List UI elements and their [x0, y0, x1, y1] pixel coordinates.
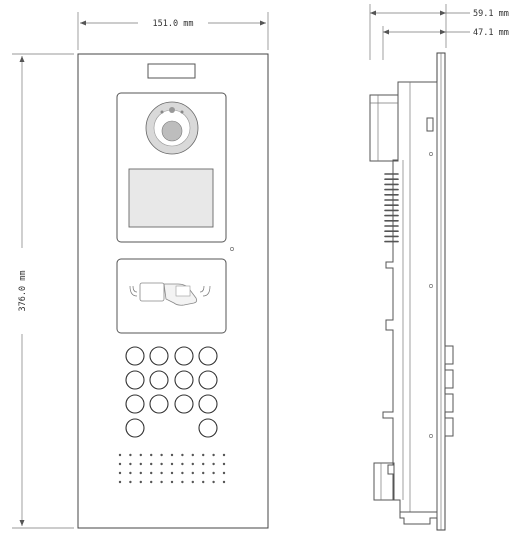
- keypad-button[interactable]: [149, 394, 169, 414]
- height-dimension: 376.0 mm: [12, 53, 74, 529]
- keypad-button[interactable]: [125, 346, 145, 366]
- grille-hole: [181, 471, 184, 475]
- side-ventilation-fins: [384, 173, 399, 243]
- side-view: 59.1 mm 47.1 mm: [369, 4, 509, 531]
- side-body-outline: [382, 81, 438, 513]
- grille-hole: [202, 462, 205, 466]
- grille-hole: [222, 480, 226, 484]
- side-lower-box: [373, 462, 395, 501]
- side-screw: [429, 284, 433, 288]
- grille-hole: [129, 480, 132, 484]
- keypad-button[interactable]: [174, 370, 194, 390]
- top-slot: [147, 63, 196, 79]
- side-button: [444, 417, 454, 437]
- grille-hole: [181, 462, 184, 466]
- display-screen: [128, 168, 214, 228]
- side-feature-top: [426, 117, 434, 132]
- grille-hole: [202, 480, 205, 484]
- grille-hole: [150, 480, 153, 484]
- grille-hole: [222, 453, 226, 457]
- keypad-button[interactable]: [174, 394, 194, 414]
- grille-hole: [181, 480, 184, 484]
- grille-hole: [160, 453, 163, 457]
- grille-hole: [160, 462, 163, 466]
- indicator-dot: [230, 247, 234, 251]
- grille-hole: [170, 480, 174, 484]
- grille-hole: [212, 462, 215, 466]
- height-dimension-label: 376.0 mm: [18, 271, 28, 312]
- width-dimension: 151.0 mm: [77, 12, 269, 50]
- grille-hole: [139, 453, 142, 457]
- speaker-grille: [118, 453, 226, 484]
- card-reader-module: [116, 258, 227, 334]
- keypad: [125, 346, 218, 438]
- depth-dimensions: 59.1 mm 47.1 mm: [369, 4, 509, 60]
- keypad-button[interactable]: [125, 394, 145, 414]
- grille-hole: [170, 453, 174, 457]
- grille-hole: [150, 462, 153, 466]
- side-buttons: [444, 345, 454, 437]
- side-button: [444, 369, 454, 389]
- camera-screen-module: [116, 92, 227, 243]
- keypad-button[interactable]: [198, 418, 218, 438]
- side-screw: [429, 434, 433, 438]
- grille-hole: [170, 471, 174, 475]
- depth-total-label: 59.1 mm: [473, 9, 509, 19]
- side-bottom-foot: [399, 511, 438, 525]
- grille-hole: [181, 453, 184, 457]
- grille-hole: [118, 453, 122, 457]
- grille-hole: [118, 471, 122, 475]
- grille-hole: [160, 471, 163, 475]
- grille-hole: [191, 480, 194, 484]
- depth-body-label: 47.1 mm: [473, 28, 509, 38]
- keypad-button[interactable]: [125, 418, 145, 438]
- side-button: [444, 393, 454, 413]
- keypad-button[interactable]: [149, 370, 169, 390]
- grille-hole: [139, 462, 142, 466]
- grille-hole: [202, 453, 205, 457]
- grille-hole: [118, 462, 122, 466]
- grille-hole: [191, 471, 194, 475]
- keypad-button[interactable]: [149, 346, 169, 366]
- grille-hole: [129, 453, 132, 457]
- keypad-button[interactable]: [198, 394, 218, 414]
- grille-hole: [212, 471, 215, 475]
- grille-hole: [202, 471, 205, 475]
- grille-hole: [139, 480, 142, 484]
- front-view: 151.0 mm 376.0 mm: [12, 12, 269, 529]
- grille-hole: [139, 471, 142, 475]
- side-button: [444, 345, 454, 365]
- grille-hole: [222, 462, 226, 466]
- grille-hole: [129, 462, 132, 466]
- grille-hole: [150, 471, 153, 475]
- grille-hole: [191, 462, 194, 466]
- width-dimension-label: 151.0 mm: [153, 19, 194, 29]
- grille-hole: [118, 480, 122, 484]
- keypad-button[interactable]: [198, 370, 218, 390]
- grille-hole: [191, 453, 194, 457]
- side-screw: [429, 152, 433, 156]
- grille-hole: [129, 471, 132, 475]
- hand-with-card-icon: [163, 283, 211, 306]
- grille-hole: [170, 462, 174, 466]
- camera-lens-icon: [145, 101, 199, 155]
- card-reader-icon: [129, 282, 165, 302]
- grille-hole: [212, 480, 215, 484]
- grille-hole: [212, 453, 215, 457]
- keypad-button[interactable]: [174, 346, 194, 366]
- side-upper-box: [369, 94, 399, 162]
- grille-hole: [160, 480, 163, 484]
- grille-hole: [150, 453, 153, 457]
- grille-hole: [222, 471, 226, 475]
- keypad-button[interactable]: [125, 370, 145, 390]
- keypad-button[interactable]: [198, 346, 218, 366]
